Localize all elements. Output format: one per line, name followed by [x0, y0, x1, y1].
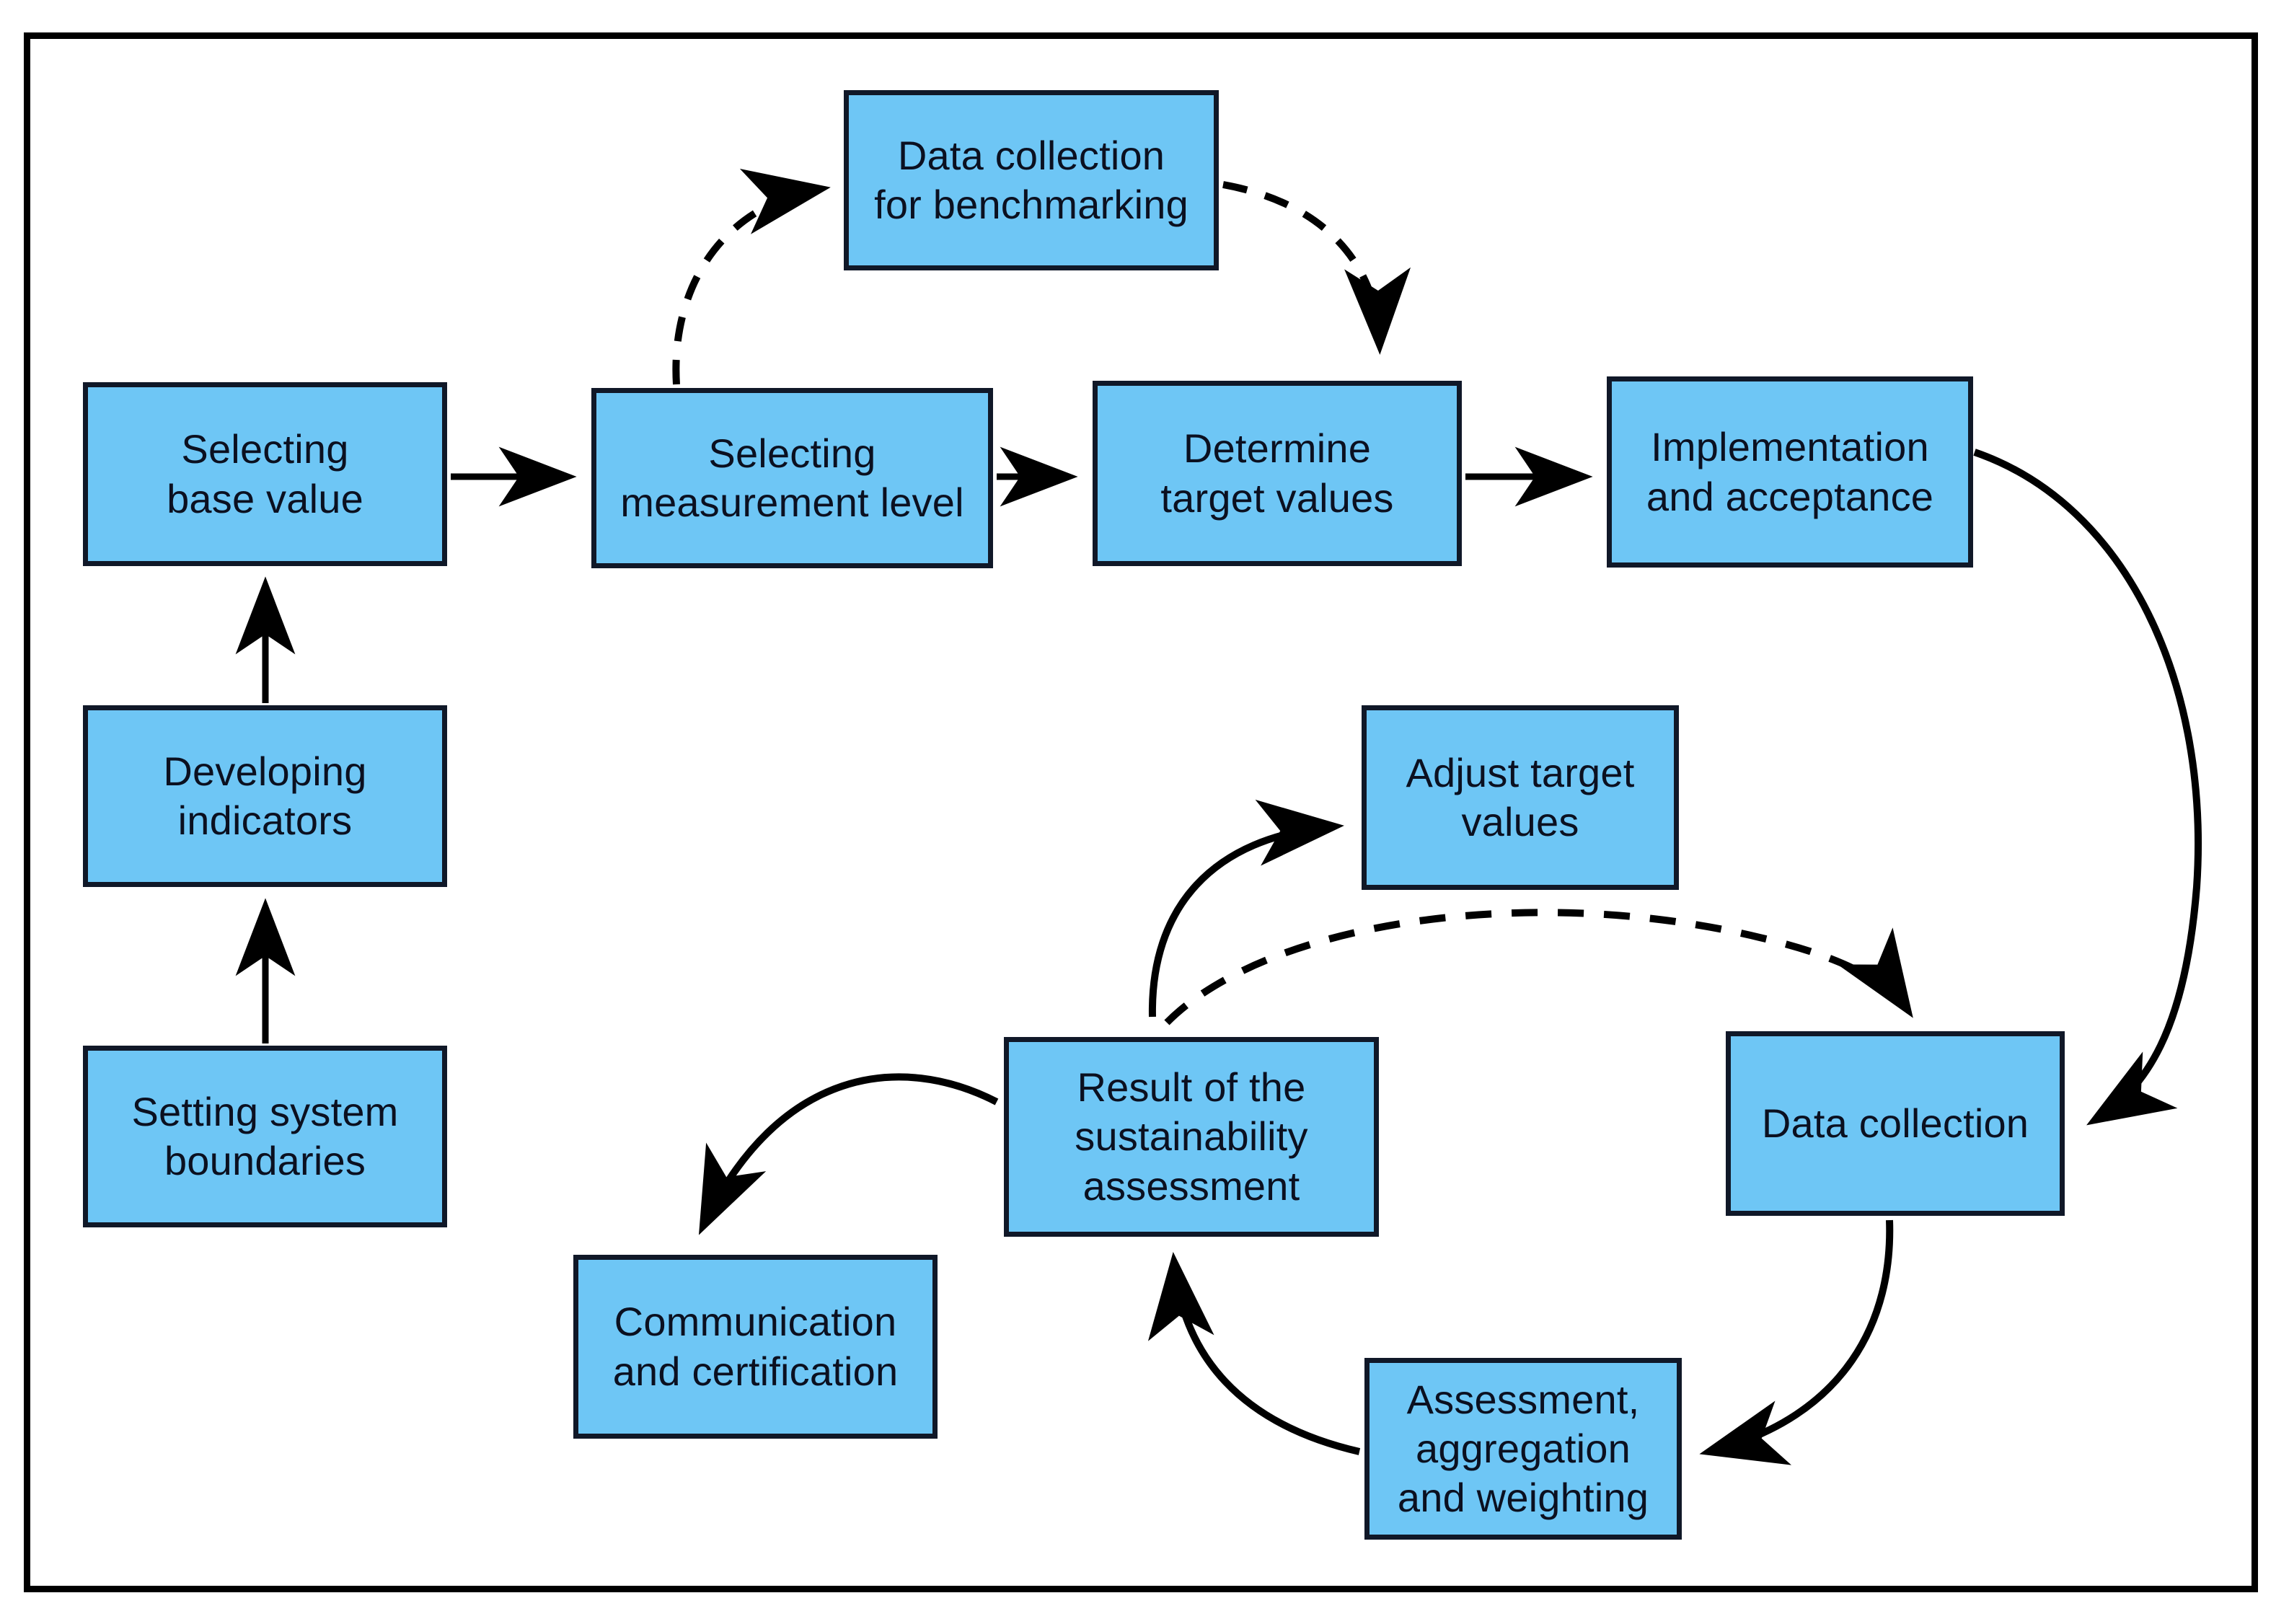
node-selecting-base-value[interactable]: Selecting base value [83, 382, 447, 566]
node-assessment-aggregation-and-weighting[interactable]: Assessment, aggregation and weighting [1364, 1358, 1682, 1540]
node-data-collection[interactable]: Data collection [1726, 1031, 2065, 1216]
node-developing-indicators[interactable]: Developing indicators [83, 705, 447, 887]
node-adjust-target-values[interactable]: Adjust target values [1362, 705, 1679, 890]
node-selecting-measurement-level[interactable]: Selecting measurement level [591, 388, 993, 568]
node-determine-target-values[interactable]: Determine target values [1093, 381, 1462, 566]
node-result-of-the-sustainability-assessment[interactable]: Result of the sustainability assessment [1004, 1037, 1379, 1237]
node-communication-and-certification[interactable]: Communication and certification [573, 1255, 938, 1439]
node-data-collection-benchmarking[interactable]: Data collection for benchmarking [844, 90, 1219, 270]
node-setting-system-boundaries[interactable]: Setting system boundaries [83, 1046, 447, 1227]
node-implementation-and-acceptance[interactable]: Implementation and acceptance [1607, 376, 1973, 568]
